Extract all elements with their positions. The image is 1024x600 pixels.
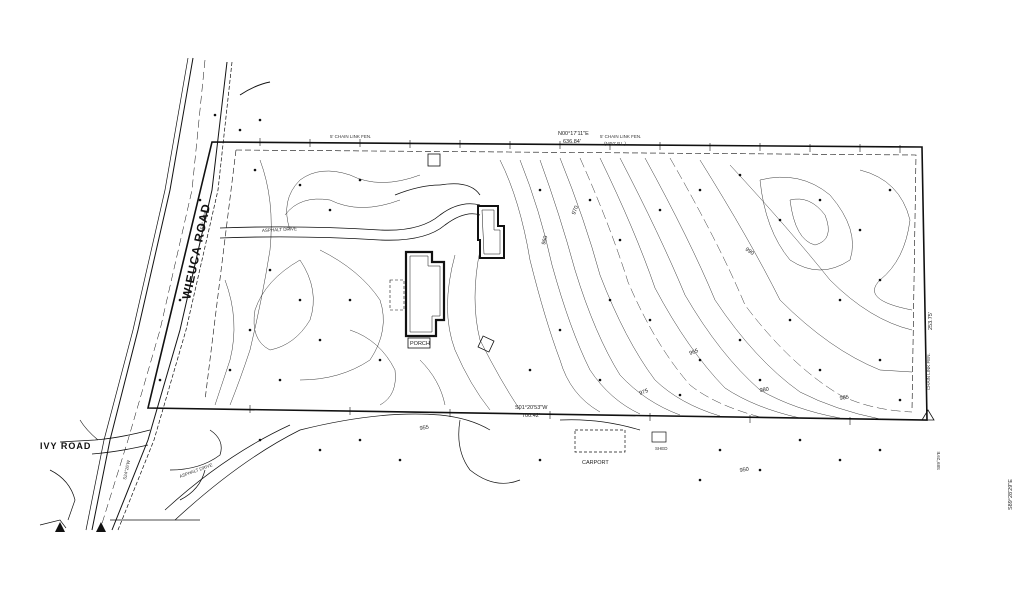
drive-label-south: ASPHALT DRIVE bbox=[179, 462, 214, 479]
contour-lines bbox=[214, 157, 913, 420]
asphalt-drive bbox=[219, 183, 481, 241]
boundary-ticks bbox=[249, 138, 901, 425]
spot-elevations bbox=[158, 113, 902, 482]
east-ref: S89°29'E bbox=[936, 451, 941, 470]
shed-label: SHED bbox=[655, 446, 668, 451]
wieuca-road bbox=[59, 57, 271, 531]
contour-970: 970 bbox=[571, 205, 580, 216]
contour-955: 955 bbox=[419, 424, 429, 432]
south-features bbox=[164, 413, 667, 521]
north-distance: 636.84' bbox=[563, 139, 581, 145]
south-bearing: S01°20'53"W bbox=[515, 405, 548, 411]
north-fence-c: (N 10' P.L.) bbox=[604, 141, 627, 146]
west-ref: S24°26'W bbox=[122, 459, 131, 480]
north-arrow bbox=[55, 409, 935, 532]
road-row-label: 50' R/W bbox=[200, 209, 210, 230]
main-house bbox=[389, 250, 446, 349]
north-fence-b: 5' CHAIN LINK FEN. bbox=[600, 134, 641, 139]
contour-960: 960 bbox=[541, 235, 549, 245]
contour-990: 990 bbox=[744, 247, 755, 257]
road-name-ivy: IVY ROAD bbox=[40, 441, 91, 451]
east-bearing: 253.75' bbox=[928, 312, 934, 330]
contour-965: 965 bbox=[689, 348, 700, 357]
contour-980: 980 bbox=[759, 386, 769, 394]
north-fence-a: 5' CHAIN LINK FEN. bbox=[330, 134, 371, 139]
east-bearing-alt: S89°28'29"E bbox=[1008, 479, 1014, 510]
ivy-road bbox=[39, 469, 200, 529]
contour-975: 975 bbox=[639, 388, 650, 397]
rear-house bbox=[427, 153, 505, 353]
drive-label: ASPHALT DRIVE bbox=[262, 226, 297, 233]
carport-label: CARPORT bbox=[582, 460, 609, 466]
south-distance: 700.42' bbox=[522, 413, 540, 419]
east-fence: CHAIN LINK FEN. bbox=[926, 353, 931, 390]
porch-label: PORCH bbox=[410, 341, 430, 347]
contour-950: 950 bbox=[739, 466, 749, 474]
contour-985: 985 bbox=[839, 394, 849, 402]
north-bearing: N00°17'11"E bbox=[558, 131, 589, 137]
